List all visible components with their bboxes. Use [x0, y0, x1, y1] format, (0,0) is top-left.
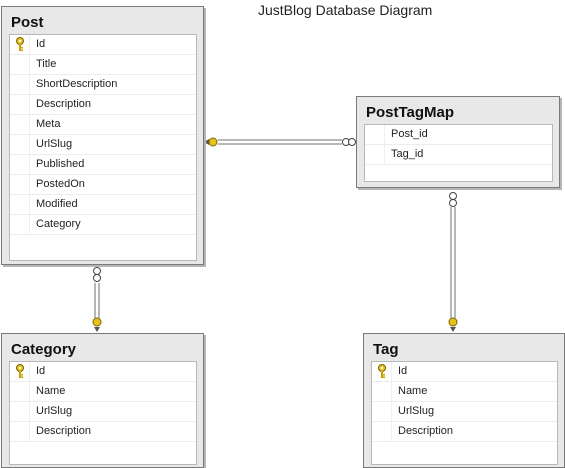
column-row[interactable]: Published	[10, 155, 196, 175]
infinity-end-icon	[93, 267, 101, 275]
row-selector	[10, 55, 30, 74]
column-row[interactable]: Category	[10, 215, 196, 235]
column-row[interactable]: Id	[10, 362, 196, 382]
row-selector	[10, 382, 30, 401]
column-name: Description	[36, 98, 92, 110]
row-selector	[10, 75, 30, 94]
column-grid: Id Title ShortDescription Description Me…	[9, 34, 197, 261]
table-title-category: Category	[11, 341, 77, 358]
row-selector	[365, 145, 385, 164]
column-name: Category	[36, 218, 81, 230]
column-name: Name	[398, 385, 428, 397]
diagram-title: JustBlog Database Diagram	[258, 2, 433, 18]
column-row[interactable]: Name	[372, 382, 557, 402]
column-row[interactable]: UrlSlug	[372, 402, 557, 422]
row-selector	[10, 115, 30, 134]
relationship-tag-posttagmap[interactable]	[448, 192, 458, 333]
column-name: Title	[36, 58, 57, 70]
primary-key-icon	[378, 364, 386, 378]
row-selector	[372, 402, 392, 421]
column-row[interactable]: Modified	[10, 195, 196, 215]
row-selector	[372, 382, 392, 401]
key-end-icon	[208, 137, 218, 147]
column-name: Id	[36, 38, 46, 50]
row-selector	[10, 215, 30, 234]
row-selector	[372, 422, 392, 441]
column-grid: Id Name UrlSlug Description	[371, 361, 558, 465]
column-name: PostedOn	[36, 178, 85, 190]
column-name: Tag_id	[391, 148, 424, 160]
key-end-icon	[92, 317, 102, 327]
row-selector	[10, 135, 30, 154]
infinity-end-icon	[449, 192, 457, 200]
column-row[interactable]: UrlSlug	[10, 402, 196, 422]
arrow-icon	[450, 327, 456, 332]
column-row[interactable]: Id	[372, 362, 557, 382]
column-grid: Id Name UrlSlug Description	[9, 361, 197, 465]
column-row[interactable]: Meta	[10, 115, 196, 135]
column-grid: Post_id Tag_id	[364, 124, 553, 182]
column-name: Meta	[36, 118, 61, 130]
row-selector	[10, 402, 30, 421]
column-name: Post_id	[391, 128, 428, 140]
column-row[interactable]: UrlSlug	[10, 135, 196, 155]
column-name: Description	[398, 425, 454, 437]
row-selector	[10, 155, 30, 174]
relationship-post-posttagmap[interactable]	[204, 137, 356, 147]
table-title-posttagmap: PostTagMap	[366, 104, 455, 121]
column-name: UrlSlug	[398, 405, 435, 417]
column-name: Id	[398, 365, 408, 377]
table-posttagmap[interactable]: PostTagMap Post_id Tag_id	[356, 96, 560, 188]
key-end-icon	[448, 317, 458, 327]
table-post[interactable]: Post Id Title ShortDescription Descripti…	[1, 6, 204, 265]
relationship-category-post[interactable]	[92, 267, 102, 333]
row-selector	[372, 362, 392, 381]
table-title-post: Post	[11, 14, 44, 31]
column-name: Id	[36, 365, 46, 377]
column-row[interactable]: Id	[10, 35, 196, 55]
column-name: Description	[36, 425, 92, 437]
column-row[interactable]: Post_id	[365, 125, 552, 145]
row-selector	[10, 422, 30, 441]
column-row[interactable]: ShortDescription	[10, 75, 196, 95]
row-selector	[10, 362, 30, 381]
column-row[interactable]: PostedOn	[10, 175, 196, 195]
row-selector	[10, 175, 30, 194]
column-name: Modified	[36, 198, 78, 210]
arrow-icon	[94, 327, 100, 332]
table-tag[interactable]: Tag Id Name UrlSlug Description	[363, 333, 565, 468]
primary-key-icon	[16, 37, 24, 51]
row-selector	[365, 125, 385, 144]
arrow-icon	[204, 139, 209, 145]
column-name: UrlSlug	[36, 405, 73, 417]
column-name: Published	[36, 158, 85, 170]
column-name: UrlSlug	[36, 138, 73, 150]
column-name: ShortDescription	[36, 78, 118, 90]
column-row[interactable]: Name	[10, 382, 196, 402]
row-selector	[10, 95, 30, 114]
column-name: Name	[36, 385, 66, 397]
column-row[interactable]: Description	[10, 95, 196, 115]
column-row[interactable]: Description	[372, 422, 557, 442]
column-row[interactable]: Tag_id	[365, 145, 552, 165]
primary-key-icon	[16, 364, 24, 378]
column-row[interactable]: Description	[10, 422, 196, 442]
table-category[interactable]: Category Id Name UrlSlug Description	[1, 333, 204, 468]
row-selector	[10, 35, 30, 54]
column-row[interactable]: Title	[10, 55, 196, 75]
table-title-tag: Tag	[373, 341, 399, 358]
row-selector	[10, 195, 30, 214]
